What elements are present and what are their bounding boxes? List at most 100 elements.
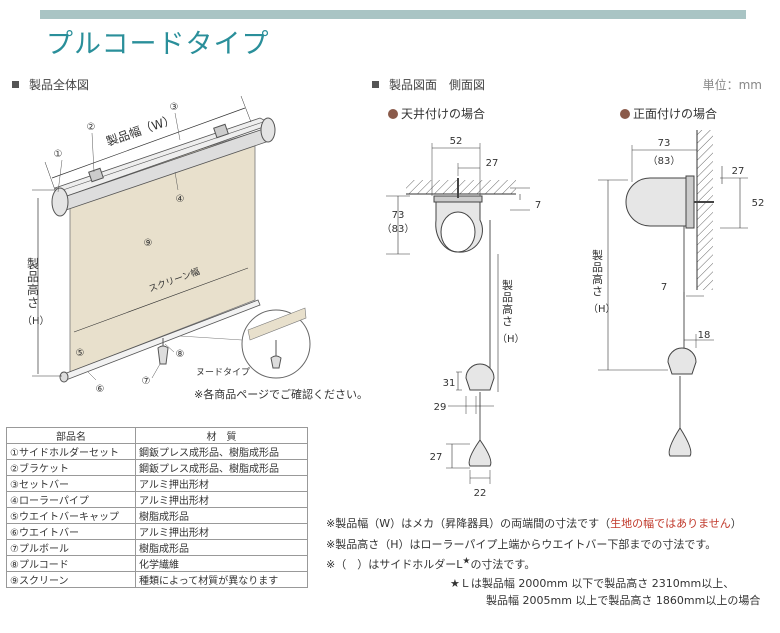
- part-name: ③セットバー: [6, 475, 136, 492]
- dim-52: 52: [450, 136, 463, 147]
- pull-ball-wall: [668, 427, 692, 457]
- num-9: ⑨: [144, 238, 153, 249]
- cord-pulley: [465, 363, 495, 391]
- note-paren-text: ※（ ）はサイドホルダーL: [326, 558, 463, 571]
- part-material: 樹脂成形品: [135, 507, 308, 524]
- wall-height-h: （H）: [588, 304, 616, 315]
- dim-w18: 18: [698, 330, 711, 341]
- wall: [697, 130, 713, 290]
- table-row: ③セットバーアルミ押出形材: [6, 475, 308, 492]
- num-8: ⑧: [176, 349, 185, 360]
- bracket-left: [88, 167, 104, 183]
- note-width-red: 生地の幅ではありません: [610, 517, 731, 530]
- section-drawing-label: 製品図面 側面図: [389, 78, 486, 92]
- part-material: 種類によって材質が異なります: [135, 571, 308, 588]
- note-width: ※製品幅（W）はメカ（昇降器具）の両端間の寸法です（生地の幅ではありません）: [326, 515, 742, 531]
- table-row: ⑦プルボール樹脂成形品: [6, 539, 308, 556]
- part-material: アルミ押出形材: [135, 523, 308, 540]
- page-title: プルコードタイプ: [46, 29, 270, 60]
- note-paren-end: の寸法です。: [470, 558, 536, 571]
- ceiling: [406, 180, 516, 194]
- weight-bar-cap: [59, 371, 69, 383]
- wall-cord-pulley: [667, 347, 697, 375]
- side-holder-right: [260, 117, 276, 143]
- num-5: ⑤: [76, 348, 85, 359]
- overview-height-h: （H）: [22, 316, 50, 327]
- table-header: 部品名: [6, 427, 136, 444]
- ceiling-mount-heading: 天井付けの場合: [388, 105, 485, 122]
- dim-w73: 73: [658, 138, 671, 149]
- part-material: 化学繊維: [135, 555, 308, 572]
- ceiling-mount-label: 天井付けの場合: [401, 107, 486, 121]
- note-l-condition-2: 製品幅 2005mm 以上で製品高さ 1860mm以上の場合: [486, 594, 761, 607]
- table-row: ⑥ウエイトバーアルミ押出形材: [6, 523, 308, 540]
- star-icon: ★: [462, 556, 471, 567]
- part-name: ⑨スクリーン: [6, 571, 136, 588]
- wall-holder: [625, 177, 691, 227]
- section-overview-label: 製品全体図: [29, 78, 90, 92]
- part-material: 鋼鈑プレス成形品、樹脂成形品: [135, 443, 308, 460]
- circle-bullet-icon: [620, 109, 630, 119]
- wall-mount-heading: 正面付けの場合: [620, 105, 717, 122]
- dim-31: 31: [443, 378, 456, 389]
- dim-73: 73: [392, 210, 405, 221]
- note-width-text: ※製品幅（W）はメカ（昇降器具）の両端間の寸法です（: [326, 517, 611, 530]
- table-row: ⑧プルコード化学繊維: [6, 555, 308, 572]
- dim-27: 27: [486, 158, 499, 169]
- part-material: アルミ押出形材: [135, 475, 308, 492]
- table-row: ①サイドホルダーセット鋼鈑プレス成形品、樹脂成形品: [6, 443, 308, 460]
- dim-83: （83）: [382, 223, 415, 235]
- num-1: ①: [54, 149, 63, 160]
- wall-mount-label: 正面付けの場合: [633, 107, 718, 121]
- part-name: ①サイドホルダーセット: [6, 443, 136, 460]
- note-width-end: ）: [730, 517, 742, 530]
- note-l-condition-1: ★Ｌは製品幅 2000mm 以下で製品高さ 2310mm以上、: [450, 577, 735, 590]
- pull-ball-ceiling: [468, 439, 492, 467]
- num-7: ⑦: [142, 376, 151, 387]
- num-6: ⑥: [96, 384, 105, 395]
- table-row: ②ブラケット鋼鈑プレス成形品、樹脂成形品: [6, 459, 308, 476]
- section-overview: 製品全体図: [12, 76, 89, 93]
- dim-w83: （83）: [648, 155, 681, 167]
- square-bullet-icon: [372, 81, 379, 88]
- section-drawing: 製品図面 側面図: [372, 76, 485, 93]
- unit-label: 単位：mm: [702, 78, 762, 92]
- dim-29: 29: [434, 402, 447, 413]
- table-row: ⑤ウエイトバーキャップ樹脂成形品: [6, 507, 308, 524]
- part-name: ⑤ウエイトバーキャップ: [6, 507, 136, 524]
- top-accent-bar: [40, 10, 746, 19]
- square-bullet-icon: [12, 81, 19, 88]
- part-material: 樹脂成形品: [135, 539, 308, 556]
- overview-height-label: 製品高さ: [26, 257, 39, 310]
- part-name: ⑥ウエイトバー: [6, 523, 136, 540]
- table-row: ④ローラーパイプアルミ押出形材: [6, 491, 308, 508]
- dim-22: 22: [474, 488, 487, 499]
- bracket-right: [213, 123, 229, 139]
- parts-table: 部品名 材 質 ①サイドホルダーセット鋼鈑プレス成形品、樹脂成形品 ②ブラケット…: [6, 427, 308, 588]
- num-2: ②: [87, 122, 96, 133]
- knot-type-label: ヌードタイプ: [196, 367, 250, 378]
- part-name: ②ブラケット: [6, 459, 136, 476]
- see-page-note: ※各商品ページでご確認ください。: [194, 388, 368, 401]
- num-4: ④: [176, 194, 185, 205]
- ceiling-height-label: 製品高さ: [502, 279, 513, 328]
- wall-height-label: 製品高さ: [592, 249, 603, 298]
- ceiling-height-h: （H）: [497, 334, 525, 345]
- part-name: ④ローラーパイプ: [6, 491, 136, 508]
- side-holder-left: [51, 187, 69, 217]
- table-row: ⑨スクリーン種類によって材質が異なります: [6, 571, 308, 588]
- dim-w27: 27: [732, 166, 745, 177]
- note-parenthesis: ※（ ）はサイドホルダーL★の寸法です。: [326, 556, 535, 572]
- table-header-row: 部品名 材 質: [6, 427, 308, 444]
- num-3: ③: [170, 102, 179, 113]
- part-material: 鋼鈑プレス成形品、樹脂成形品: [135, 459, 308, 476]
- table-header: 材 質: [135, 427, 308, 444]
- dim-7: 7: [535, 200, 541, 211]
- part-material: アルミ押出形材: [135, 491, 308, 508]
- part-name: ⑦プルボール: [6, 539, 136, 556]
- circle-bullet-icon: [388, 109, 398, 119]
- pull-ball: [157, 345, 169, 365]
